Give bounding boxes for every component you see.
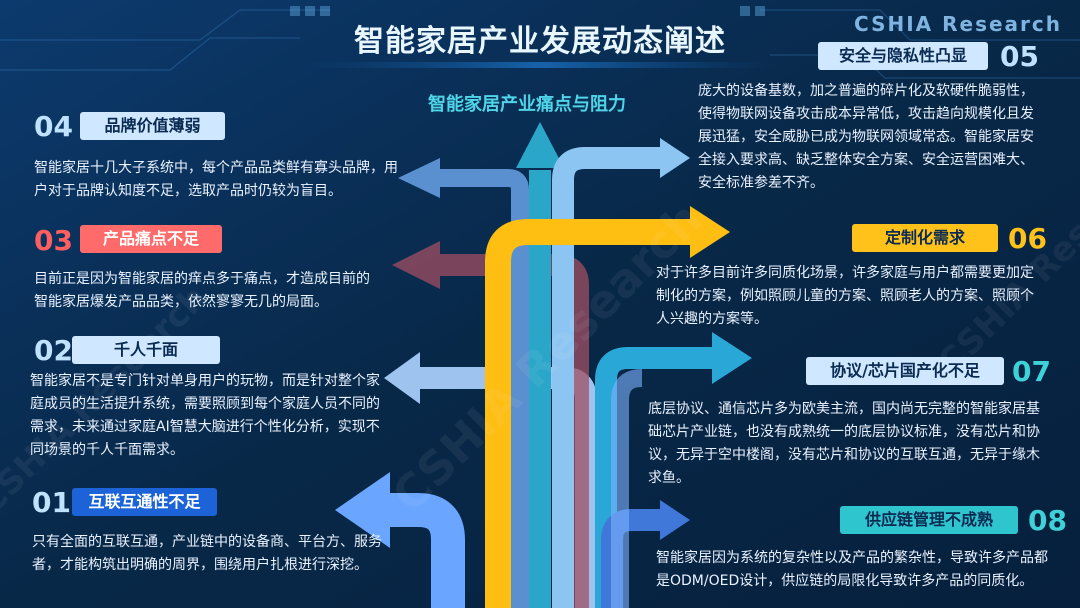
item-06-tag: 定制化需求 [852, 224, 998, 252]
brand-logo-text: CSHIA Research [854, 12, 1062, 36]
item-08-text: 智能家居因为系统的复杂性以及产品的繁杂性，导致许多产品都是ODM/OED设计，供… [656, 550, 1048, 589]
center-label: 智能家居产业痛点与阻力 [428, 94, 626, 115]
item-03-text: 目前正是因为智能家居的痒点多于痛点，才造成目前的智能家居爆发产品品类，依然寥寥无… [34, 271, 370, 310]
item-02-number: 02 [34, 334, 73, 367]
item-05-tag: 安全与隐私性凸显 [818, 42, 988, 70]
item-03-number: 03 [34, 224, 73, 257]
item-01-number: 01 [32, 486, 71, 519]
item-06-text: 对于许多目前许多同质化场景，许多家庭与用户都需要更加定制化的方案，例如照顾儿童的… [656, 265, 1034, 327]
item-04-tag: 品牌价值薄弱 [80, 112, 225, 140]
item-01-text: 只有全面的互联互通，产业链中的设备商、平台方、服务者，才能构筑出明确的周界，围绕… [32, 534, 382, 573]
item-07-tag: 协议/芯片国产化不足 [806, 357, 1004, 385]
item-02-tag: 千人千面 [72, 336, 220, 364]
page-title: 智能家居产业发展动态阐述 [354, 24, 726, 59]
item-02-text: 智能家居不是专门针对单身用户的玩物，而是针对整个家庭成员的生活提升系统，需要照顾… [30, 373, 380, 458]
item-06-number: 06 [1008, 222, 1047, 255]
item-04-number: 04 [34, 110, 73, 143]
item-07-text: 底层协议、通信芯片多为欧美主流，国内尚无完整的智能家居基础芯片产业链，也没有成熟… [648, 401, 1040, 486]
item-08-number: 08 [1028, 504, 1067, 537]
item-05-text: 庞大的设备基数，加之普遍的碎片化及软硬件脆弱性，使得物联网设备攻击成本异常低，攻… [698, 83, 1034, 191]
item-08-tag: 供应链管理不成熟 [840, 506, 1018, 534]
item-07-number: 07 [1012, 355, 1051, 388]
item-04-text: 智能家居十几大子系统中，每个产品品类鲜有寡头品牌，用户对于品牌认知度不足，选取产… [34, 160, 398, 199]
item-03-tag: 产品痛点不足 [80, 225, 222, 253]
item-01-tag: 互联互通性不足 [72, 488, 217, 516]
item-05-number: 05 [1000, 40, 1039, 73]
